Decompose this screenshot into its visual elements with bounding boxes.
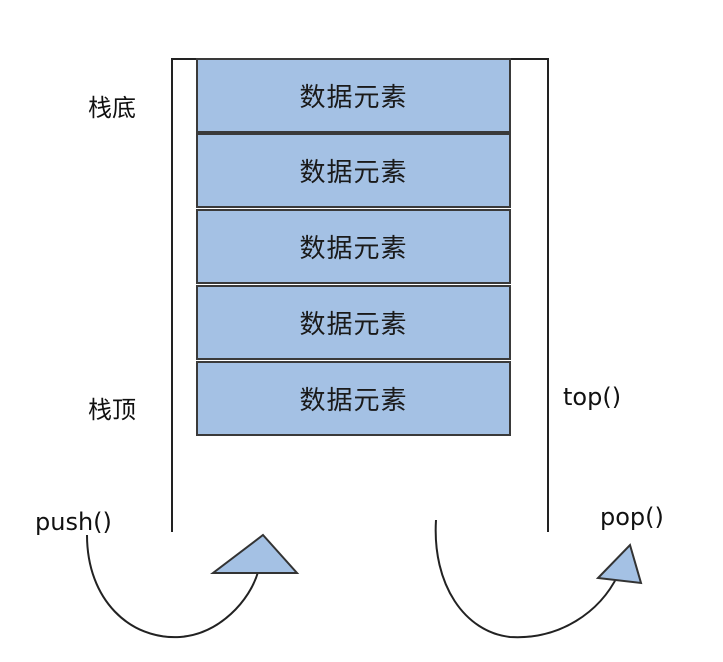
- pop-arrowhead-icon: [595, 543, 643, 585]
- pop-function-label: pop(): [600, 503, 664, 531]
- stack-wall-left: [171, 58, 173, 532]
- top-function-label: top(): [563, 383, 622, 411]
- push-arrow-curve: [86, 534, 259, 639]
- stack-top-label: 栈顶: [88, 396, 136, 424]
- push-function-label: push(): [35, 508, 112, 536]
- stack-element-1: 数据元素: [196, 58, 511, 133]
- stack-element-3: 数据元素: [196, 209, 511, 284]
- stack-element-2: 数据元素: [196, 133, 511, 208]
- stack-element-4: 数据元素: [196, 285, 511, 360]
- stack-element-5: 数据元素: [196, 361, 511, 436]
- pop-arrow-curve: [434, 519, 619, 639]
- stack-bottom-label: 栈底: [88, 94, 136, 122]
- stack-wall-right: [547, 58, 549, 532]
- push-arrowhead-icon: [210, 533, 300, 574]
